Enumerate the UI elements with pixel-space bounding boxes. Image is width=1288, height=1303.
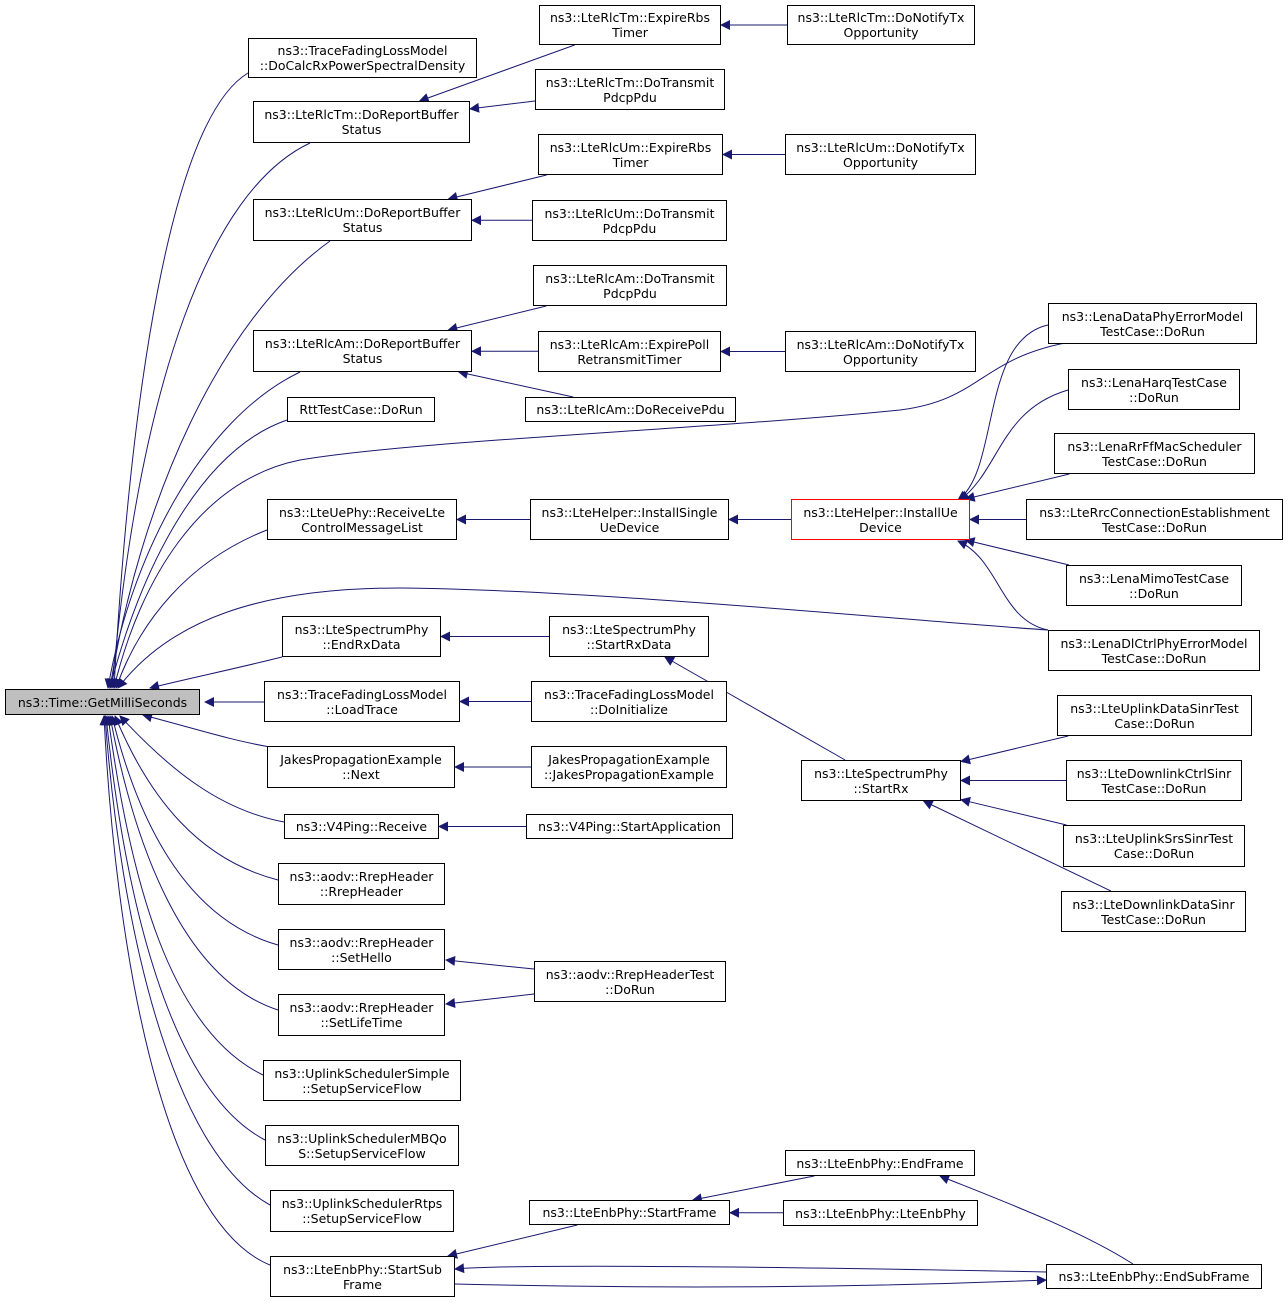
node-lena-mimo-test-case[interactable]: ns3::LenaMimoTestCase ::DoRun xyxy=(1066,565,1242,606)
node-rlc-tm-do-notify-tx-opportunity[interactable]: ns3::LteRlcTm::DoNotifyTx Opportunity xyxy=(787,5,975,45)
node-rlc-am-do-notify-tx-opportunity[interactable]: ns3::LteRlcAm::DoNotifyTx Opportunity xyxy=(785,331,976,372)
edge-n28-to-n27 xyxy=(960,735,1069,765)
edge-n23-to-n18 xyxy=(964,537,1070,566)
edge-n20-to-n18 xyxy=(959,389,1069,501)
node-enb-phy-end-sub-frame[interactable]: ns3::LteEnbPhy::EndSubFrame xyxy=(1046,1264,1262,1289)
node-uplink-data-sinr-test[interactable]: ns3::LteUplinkDataSinrTest Case::DoRun xyxy=(1057,695,1252,736)
edge-n34-to-n0 xyxy=(142,712,271,748)
node-helper-install-ue-device[interactable]: ns3::LteHelper::InstallUe Device xyxy=(791,499,970,540)
edge-n36-to-n0 xyxy=(119,715,285,823)
node-uplink-srs-sinr-test[interactable]: ns3::LteUplinkSrsSinrTest Case::DoRun xyxy=(1063,825,1245,867)
node-rlc-tm-expire-rbs-timer[interactable]: ns3::LteRlcTm::ExpireRbs Timer xyxy=(539,5,721,45)
node-rlc-tm-do-report-buffer-status[interactable]: ns3::LteRlcTm::DoReportBuffer Status xyxy=(253,101,470,143)
node-jakes-propagation-example[interactable]: JakesPropagationExample ::JakesPropagati… xyxy=(531,746,727,788)
node-enb-phy-end-frame[interactable]: ns3::LteEnbPhy::EndFrame xyxy=(785,1150,975,1176)
node-trace-fading-do-calc-rx-power[interactable]: ns3::TraceFadingLossModel ::DoCalcRxPowe… xyxy=(248,38,477,78)
edge-n42-to-n0 xyxy=(104,715,264,1076)
node-enb-phy-ctor[interactable]: ns3::LteEnbPhy::LteEnbPhy xyxy=(783,1200,978,1226)
edge-n45-to-n0 xyxy=(99,715,271,1266)
node-v4ping-start-application[interactable]: ns3::V4Ping::StartApplication xyxy=(526,814,733,839)
edge-n49-to-n45 xyxy=(454,1263,1047,1274)
node-trace-fading-do-initialize[interactable]: ns3::TraceFadingLossModel ::DoInitialize xyxy=(531,681,727,722)
node-v4ping-receive[interactable]: ns3::V4Ping::Receive xyxy=(284,814,439,839)
node-rlc-um-expire-rbs-timer[interactable]: ns3::LteRlcUm::ExpireRbs Timer xyxy=(538,134,723,175)
node-uplink-scheduler-mbqos[interactable]: ns3::UplinkSchedulerMBQo S::SetupService… xyxy=(265,1125,459,1166)
node-jakes-propagation-next[interactable]: JakesPropagationExample ::Next xyxy=(267,746,455,788)
edge-n15-to-n0 xyxy=(107,419,288,689)
node-spectrum-phy-end-rx-data[interactable]: ns3::LteSpectrumPhy ::EndRxData xyxy=(282,616,441,657)
node-uplink-scheduler-simple[interactable]: ns3::UplinkSchedulerSimple ::SetupServic… xyxy=(263,1060,461,1101)
edge-n47-to-n46 xyxy=(691,1175,815,1204)
node-downlink-data-sinr-test[interactable]: ns3::LteDownlinkDataSinr TestCase::DoRun xyxy=(1061,891,1246,932)
node-get-milli-seconds[interactable]: ns3::Time::GetMilliSeconds xyxy=(5,689,200,715)
edge-n10-to-n0 xyxy=(104,371,301,689)
node-rlc-am-do-transmit-pdcp-pdu[interactable]: ns3::LteRlcAm::DoTransmit PdcpPdu xyxy=(533,265,727,306)
edge-n3-to-n2 xyxy=(418,44,575,103)
edge-n6-to-n0 xyxy=(106,240,331,689)
edge-n38-to-n0 xyxy=(113,715,279,881)
edge-n46-to-n45 xyxy=(447,1224,578,1259)
edge-n40-to-n39 xyxy=(445,955,535,970)
edge-n49-to-n47 xyxy=(939,1174,1134,1265)
node-rlc-um-do-notify-tx-opportunity[interactable]: ns3::LteRlcUm::DoNotifyTx Opportunity xyxy=(785,134,976,175)
node-ue-phy-receive-lte-control-message-list[interactable]: ns3::LteUePhy::ReceiveLte ControlMessage… xyxy=(267,499,457,540)
node-rtt-test-case-do-run[interactable]: RttTestCase::DoRun xyxy=(287,397,435,422)
node-lena-rr-ff-mac-scheduler-test[interactable]: ns3::LenaRrFfMacScheduler TestCase::DoRu… xyxy=(1054,433,1255,474)
node-aodv-rrep-header-set-life-time[interactable]: ns3::aodv::RrepHeader ::SetLifeTime xyxy=(278,994,445,1036)
edge-n7-to-n6 xyxy=(447,174,547,202)
node-lte-rrc-connection-establishment-test[interactable]: ns3::LteRrcConnectionEstablishment TestC… xyxy=(1026,499,1283,540)
node-lena-harq-test-case[interactable]: ns3::LenaHarqTestCase ::DoRun xyxy=(1068,369,1240,410)
node-spectrum-phy-start-rx-data[interactable]: ns3::LteSpectrumPhy ::StartRxData xyxy=(549,616,709,657)
edge-n30-to-n27 xyxy=(960,796,1067,826)
node-uplink-scheduler-rtps[interactable]: ns3::UplinkSchedulerRtps ::SetupServiceF… xyxy=(270,1190,454,1232)
node-rlc-um-do-transmit-pdcp-pdu[interactable]: ns3::LteRlcUm::DoTransmit PdcpPdu xyxy=(532,200,727,241)
edge-n24-to-n0 xyxy=(117,587,1049,689)
edge-n31-to-n27 xyxy=(922,800,1112,892)
edge-n21-to-n18 xyxy=(964,473,1070,502)
edge-n19-to-n0 xyxy=(111,342,1066,689)
edge-n41-to-n0 xyxy=(106,715,279,1011)
edge-n11-to-n10 xyxy=(447,305,547,333)
edge-n24-to-n18 xyxy=(957,540,1049,631)
node-rlc-am-do-receive-pdu[interactable]: ns3::LteRlcAm::DoReceivePdu xyxy=(525,397,736,422)
edge-n19-to-n18 xyxy=(957,324,1049,501)
node-aodv-rrep-header-set-hello[interactable]: ns3::aodv::RrepHeader ::SetHello xyxy=(278,929,445,970)
node-aodv-rrep-header-ctor[interactable]: ns3::aodv::RrepHeader ::RrepHeader xyxy=(278,863,445,905)
node-spectrum-phy-start-rx[interactable]: ns3::LteSpectrumPhy ::StartRx xyxy=(801,760,961,801)
node-rlc-am-do-report-buffer-status[interactable]: ns3::LteRlcAm::DoReportBuffer Status xyxy=(253,330,472,372)
edge-n40-to-n41 xyxy=(445,993,535,1008)
edge-n5-to-n2 xyxy=(469,100,536,113)
edge-n2-to-n0 xyxy=(107,142,311,689)
edge-n44-to-n0 xyxy=(100,715,271,1206)
edge-n45-to-n49 xyxy=(454,1275,1047,1288)
node-lena-data-phy-error-model-test[interactable]: ns3::LenaDataPhyErrorModel TestCase::DoR… xyxy=(1048,303,1257,344)
node-enb-phy-start-frame[interactable]: ns3::LteEnbPhy::StartFrame xyxy=(529,1200,730,1225)
node-downlink-ctrl-sinr-test[interactable]: ns3::LteDownlinkCtrlSinr TestCase::DoRun xyxy=(1066,760,1242,801)
edge-n14-to-n10 xyxy=(457,369,574,398)
node-enb-phy-start-sub-frame[interactable]: ns3::LteEnbPhy::StartSub Frame xyxy=(270,1256,455,1297)
node-rlc-am-expire-poll-retransmit-timer[interactable]: ns3::LteRlcAm::ExpirePoll RetransmitTime… xyxy=(538,331,721,372)
edge-n16-to-n0 xyxy=(114,529,268,689)
edge-n27-to-n26 xyxy=(664,656,846,761)
node-rlc-tm-do-transmit-pdcp-pdu[interactable]: ns3::LteRlcTm::DoTransmit PdcpPdu xyxy=(535,69,725,110)
node-aodv-rrep-header-test-do-run[interactable]: ns3::aodv::RrepHeaderTest ::DoRun xyxy=(534,961,726,1002)
node-rlc-um-do-report-buffer-status[interactable]: ns3::LteRlcUm::DoReportBuffer Status xyxy=(253,199,472,241)
node-helper-install-single-ue-device[interactable]: ns3::LteHelper::InstallSingle UeDevice xyxy=(530,499,729,540)
edge-n1-to-n0 xyxy=(109,72,249,689)
edge-n43-to-n0 xyxy=(101,715,266,1141)
node-lena-dl-ctrl-phy-error-model-test[interactable]: ns3::LenaDlCtrlPhyErrorModel TestCase::D… xyxy=(1048,630,1260,671)
edge-layer xyxy=(99,20,1134,1288)
edge-n25-to-n0 xyxy=(149,656,283,691)
node-trace-fading-load-trace[interactable]: ns3::TraceFadingLossModel ::LoadTrace xyxy=(264,681,460,722)
edge-n39-to-n0 xyxy=(109,715,279,946)
